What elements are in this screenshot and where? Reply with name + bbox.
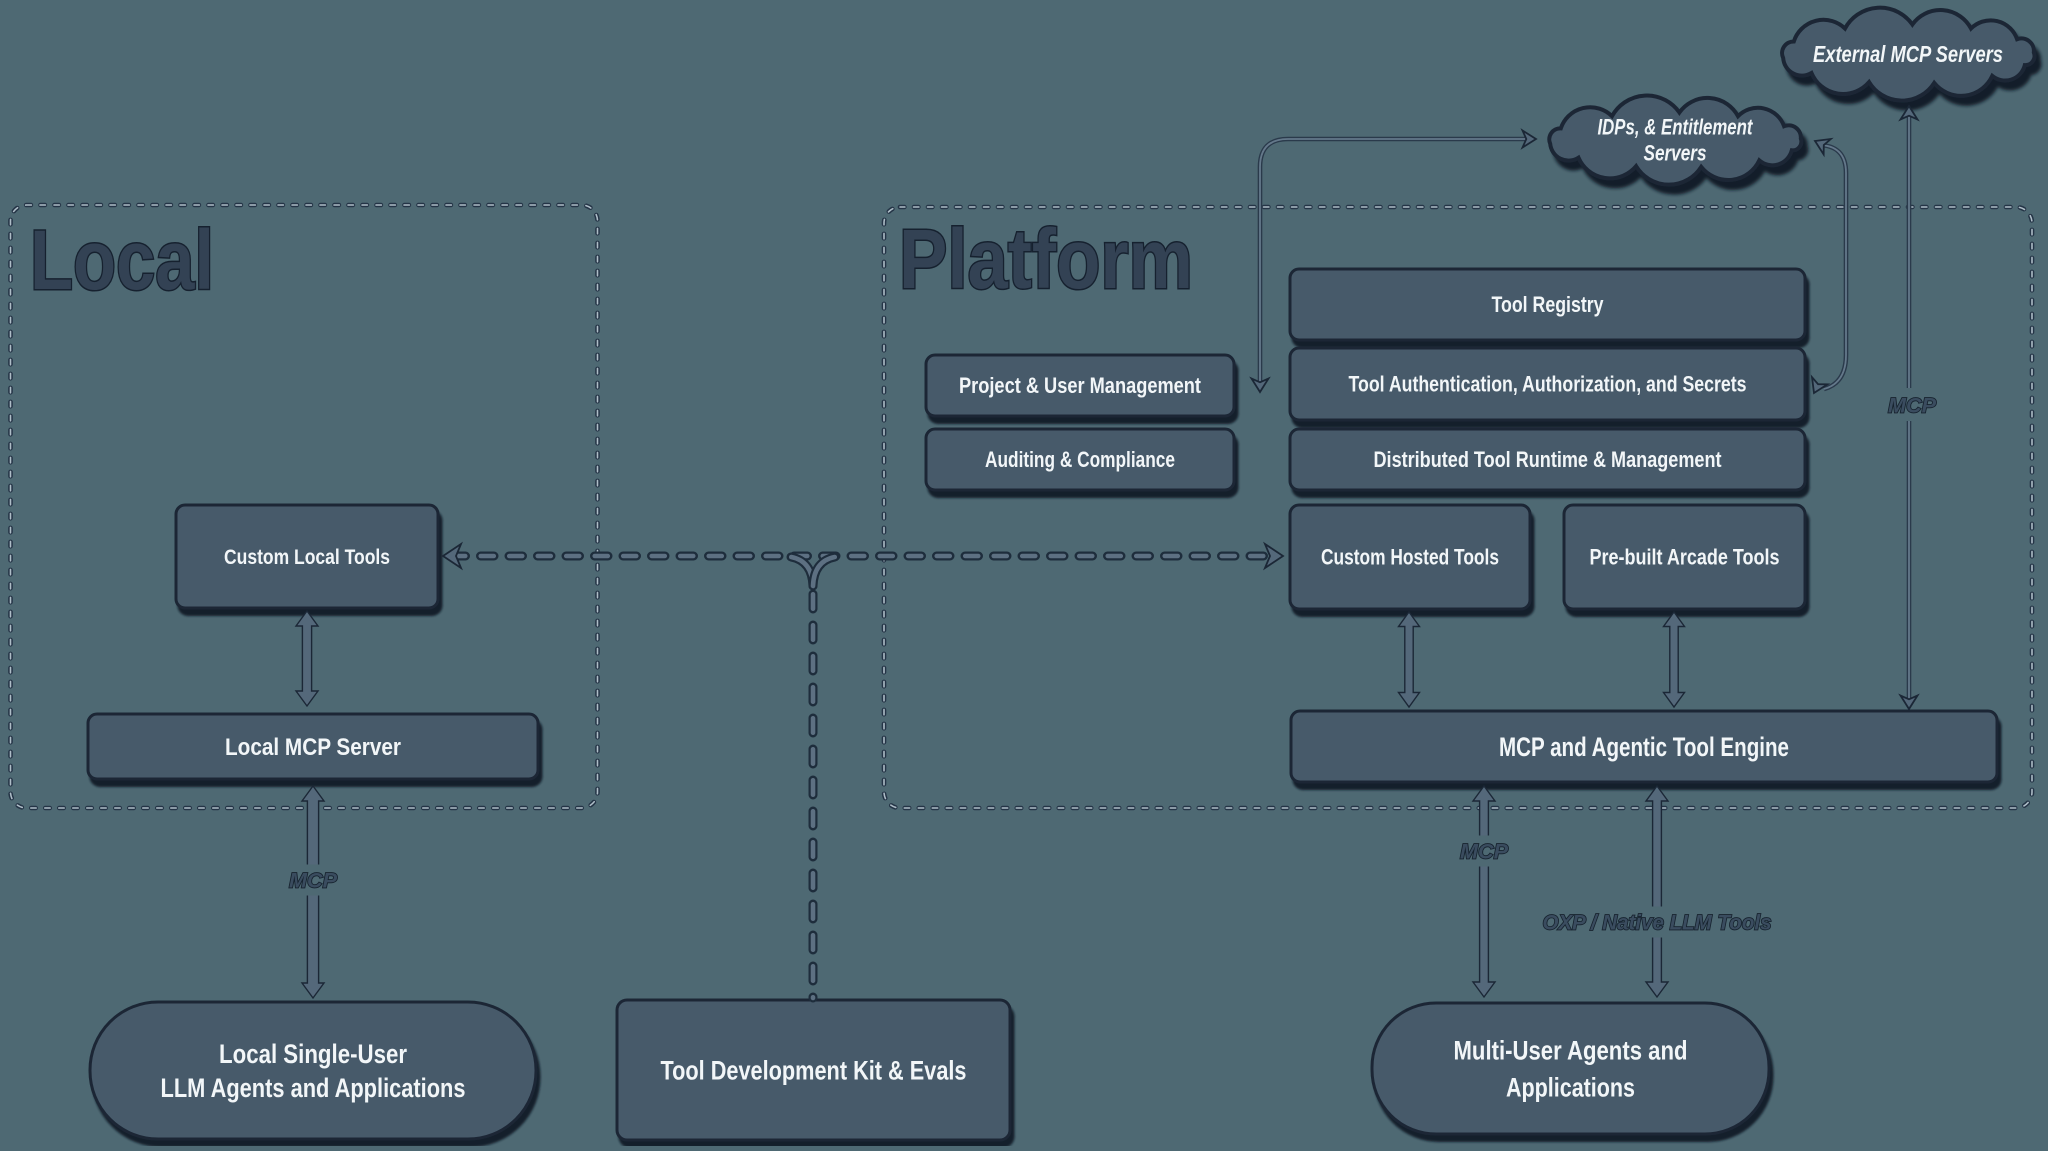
- svg-text:Applications: Applications: [1506, 1073, 1635, 1103]
- svg-text:MCP: MCP: [1888, 394, 1937, 417]
- svg-text:Multi-User Agents and: Multi-User Agents and: [1454, 1036, 1688, 1066]
- svg-text:LLM Agents and Applications: LLM Agents and Applications: [161, 1073, 466, 1103]
- svg-text:Servers: Servers: [1644, 141, 1707, 166]
- svg-text:Custom Hosted Tools: Custom Hosted Tools: [1321, 545, 1499, 570]
- svg-text:MCP: MCP: [289, 869, 338, 892]
- svg-text:Tool Development Kit & Evals: Tool Development Kit & Evals: [661, 1056, 967, 1086]
- svg-text:Local: Local: [30, 213, 214, 307]
- svg-text:Tool Registry: Tool Registry: [1492, 292, 1605, 317]
- svg-text:Auditing & Compliance: Auditing & Compliance: [985, 447, 1175, 472]
- svg-text:Custom Local Tools: Custom Local Tools: [224, 546, 390, 569]
- svg-text:Local MCP Server: Local MCP Server: [225, 734, 401, 761]
- svg-text:IDPs, & Entitlement: IDPs, & Entitlement: [1598, 115, 1754, 140]
- svg-text:External MCP Servers: External MCP Servers: [1813, 41, 2003, 67]
- svg-text:Distributed Tool Runtime & Man: Distributed Tool Runtime & Management: [1374, 447, 1723, 472]
- svg-text:OXP / Native LLM Tools: OXP / Native LLM Tools: [1543, 911, 1772, 934]
- svg-text:Platform: Platform: [899, 212, 1193, 306]
- svg-text:MCP: MCP: [1460, 840, 1509, 863]
- svg-text:MCP and Agentic Tool Engine: MCP and Agentic Tool Engine: [1499, 732, 1789, 762]
- svg-text:Local Single-User: Local Single-User: [219, 1039, 407, 1069]
- svg-text:Project & User Management: Project & User Management: [959, 373, 1202, 398]
- svg-text:Pre-built Arcade Tools: Pre-built Arcade Tools: [1590, 545, 1780, 570]
- svg-text:Tool Authentication, Authoriza: Tool Authentication, Authorization, and …: [1349, 372, 1747, 397]
